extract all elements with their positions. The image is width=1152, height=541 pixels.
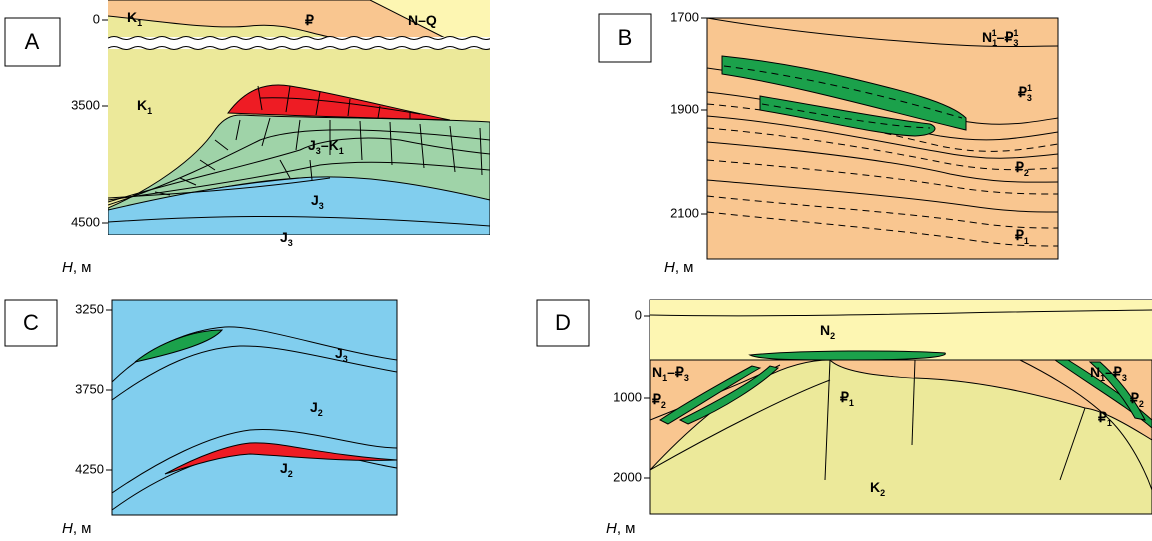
panel-a-tick-2: 3500 [71, 97, 100, 112]
panel-d-tick-3: 2000 [613, 469, 642, 484]
green-reservoir-lower [759, 95, 936, 137]
panel-d-tick-2: 1000 [613, 389, 642, 404]
panel-c-axis-label: H, м [62, 520, 92, 537]
panel-b-background [706, 17, 1059, 260]
panel-b-tick-1: 1700 [670, 9, 699, 24]
label-n2: N2 [820, 322, 835, 341]
panel-c-letter-box [4, 299, 58, 347]
green-reservoir-left-2 [678, 365, 780, 425]
label-j3-a: J3 [311, 192, 324, 211]
panel-b-axis-label: H, м [664, 259, 694, 276]
label-n1p3-right: N1–₽3 [1090, 364, 1127, 383]
panel-d-axis-label: H, м [606, 520, 636, 537]
panel-a-axis-label: H, м [62, 259, 92, 276]
label-p1-right: ₽1 [1098, 409, 1112, 428]
label-p1-mid: ₽1 [840, 389, 854, 408]
panel-b-tick-3: 2100 [670, 205, 699, 220]
green-reservoir-right-1 [1053, 359, 1152, 429]
label-nq: N–Q [408, 12, 437, 28]
label-p2-left: ₽2 [652, 391, 666, 410]
green-reservoir-left-1 [659, 365, 762, 425]
panel-d: 0 1000 2000 D H, м N2 N1–₽3 ₽2 ₽1 K2 N1–… [536, 299, 1152, 537]
green-reservoir-right-2 [1088, 361, 1146, 421]
label-k1-top: K1 [127, 9, 142, 28]
panel-b: 1700 1900 2100 B H, м N11–₽31 ₽31 ₽2 ₽1 [598, 9, 1059, 276]
panel-a-tick-3: 4500 [71, 214, 100, 229]
panel-a-letter-box [4, 17, 61, 67]
panel-c: 3250 3750 4250 C H, м J3 J2 J2 [4, 299, 398, 537]
label-k1-mid: K1 [137, 97, 152, 116]
panel-d-letter-box [536, 299, 590, 347]
label-j3-c: J3 [335, 345, 348, 364]
panel-c-tick-3: 4250 [75, 461, 104, 476]
green-reservoir-upper [721, 55, 967, 131]
panel-d-tick-1: 0 [635, 307, 642, 322]
n2-layer [650, 300, 1152, 360]
panel-c-tick-1: 3250 [75, 301, 104, 316]
label-p31: ₽31 [1018, 83, 1032, 103]
label-j2-a: J2 [310, 399, 323, 418]
green-reservoir-c [134, 329, 224, 363]
red-reservoir-c [164, 442, 397, 475]
panel-a-letter: A [25, 29, 40, 54]
label-p2-right: ₽2 [1130, 390, 1144, 409]
panel-d-letter: D [555, 310, 571, 335]
green-reservoir-n2 [748, 350, 946, 361]
panel-a: 0 3500 4500 A H, м K1 ₽ N–Q K1 J3–K1 J3 … [4, 0, 490, 276]
panel-b-letter: B [618, 25, 633, 50]
label-p-top: ₽ [305, 12, 314, 28]
panel-a-tick-1: 0 [93, 11, 100, 26]
label-j3-b: J3 [280, 229, 293, 248]
label-p1: ₽1 [1015, 227, 1029, 246]
label-n1p3-left: N1–₽3 [652, 364, 689, 383]
label-k2: K2 [870, 479, 885, 498]
panel-b-letter-box [598, 13, 652, 63]
panel-b-tick-2: 1900 [670, 101, 699, 116]
label-p2: ₽2 [1015, 159, 1029, 178]
panel-c-letter: C [23, 310, 39, 335]
label-j3k1: J3–K1 [308, 137, 344, 156]
label-n1p3: N11–₽31 [982, 28, 1018, 48]
label-j2-b: J2 [280, 460, 293, 479]
panel-c-tick-2: 3750 [75, 381, 104, 396]
panel-c-background [111, 299, 398, 516]
